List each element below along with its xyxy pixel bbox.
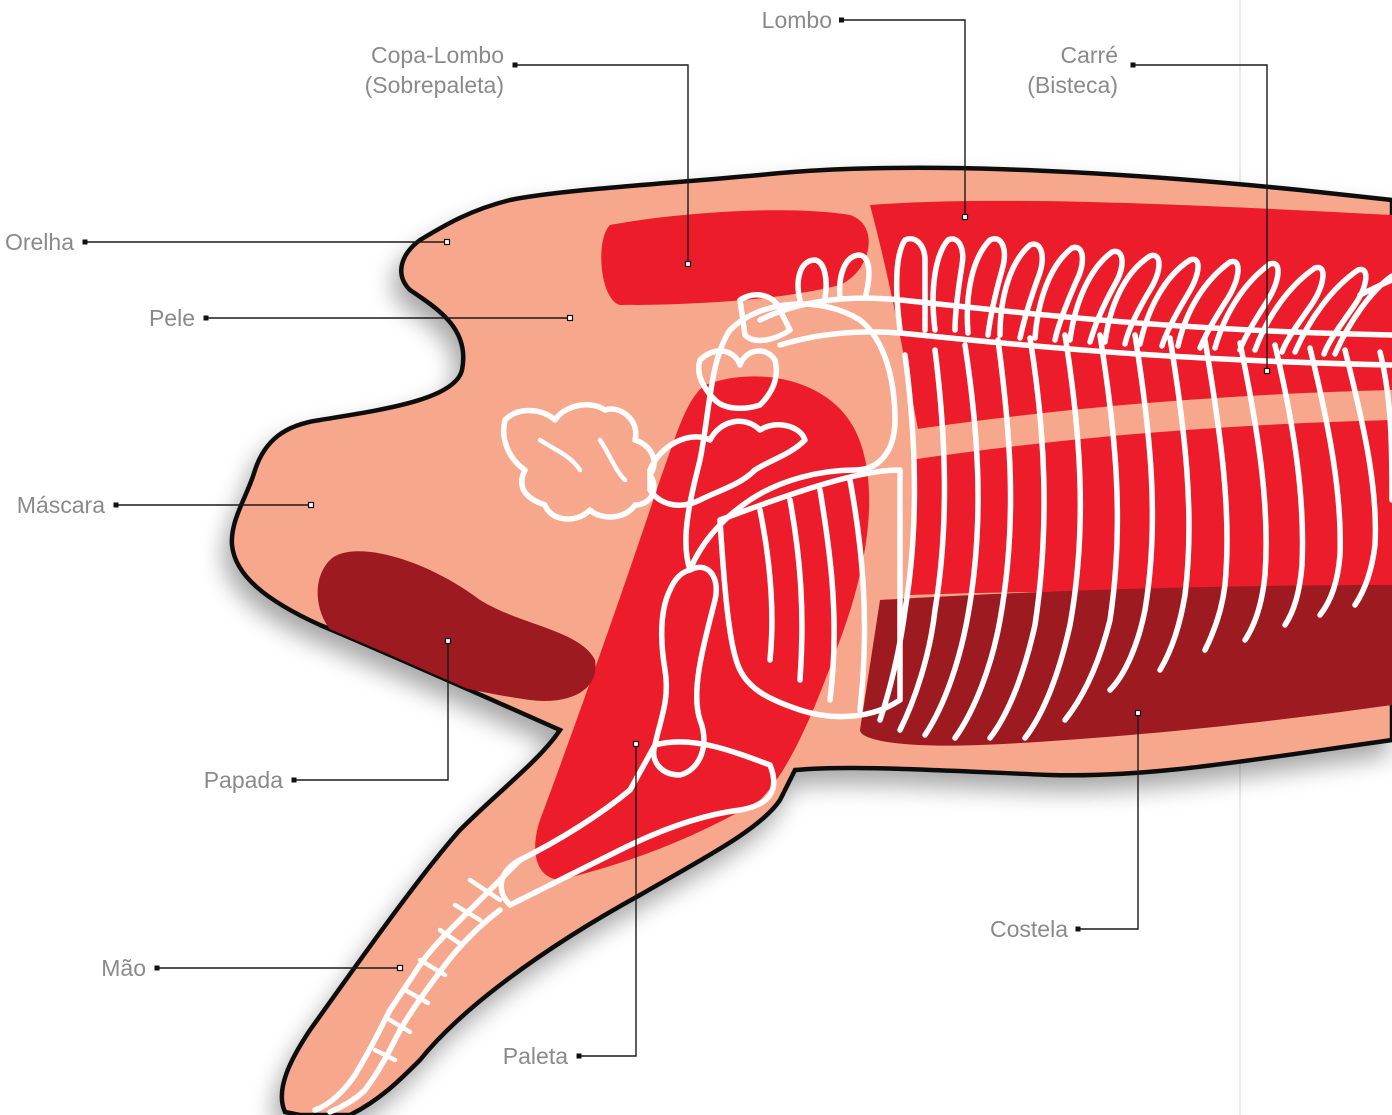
label-mascara: Máscara: [17, 492, 105, 518]
label-copa-lombo-line2: (Sobrepaleta): [365, 72, 504, 98]
label-carre-line2: (Bisteca): [1027, 72, 1118, 98]
label-paleta: Paleta: [503, 1043, 568, 1069]
label-carre-line1: Carré: [1060, 42, 1118, 68]
label-copa-lombo-line1: Copa-Lombo: [371, 42, 504, 68]
label-pele: Pele: [149, 305, 195, 331]
label-costela: Costela: [990, 916, 1068, 942]
label-lombo: Lombo: [762, 7, 832, 33]
label-mao: Mão: [101, 955, 146, 981]
label-orelha: Orelha: [5, 229, 74, 255]
label-papada: Papada: [204, 767, 284, 793]
